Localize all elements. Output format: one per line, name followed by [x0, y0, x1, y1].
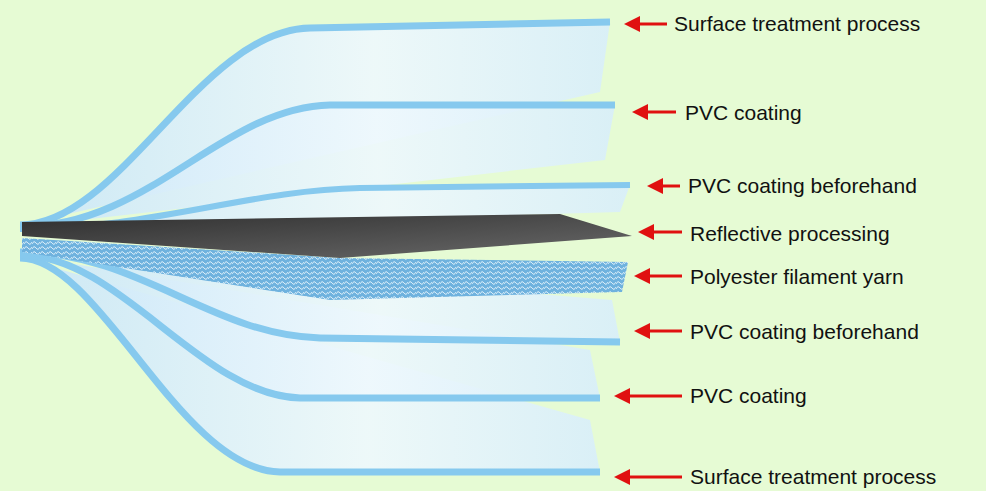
upper-sheets [20, 22, 630, 229]
reflective-layer [22, 214, 632, 258]
layer-label: Surface treatment process [690, 465, 936, 489]
layer-label: PVC coating beforehand [690, 320, 919, 344]
layer-label: Polyester filament yarn [690, 265, 904, 289]
layer-label: PVC coating [685, 101, 802, 125]
layer-label: PVC coating beforehand [688, 174, 917, 198]
layer-label: Reflective processing [690, 222, 890, 246]
layer-label: Surface treatment process [674, 12, 920, 36]
leader-arrows [614, 16, 682, 485]
layer-label: PVC coating [690, 384, 807, 408]
